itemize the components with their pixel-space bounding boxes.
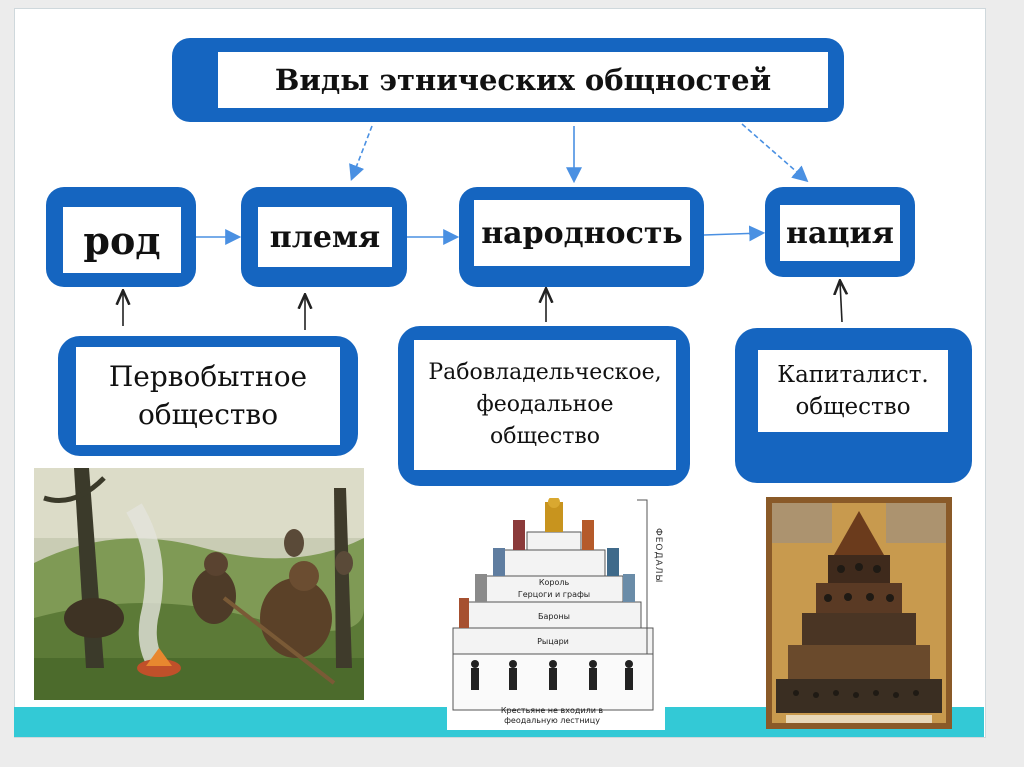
feudal-ladder-picture: ФЕОДАЛЫ Король Герцоги и графы Бароны Ры… bbox=[447, 498, 665, 730]
arrow-narodnost-to-natsiya bbox=[704, 233, 762, 235]
capitalist-pyramid-picture bbox=[766, 497, 952, 729]
feudal-level-3: Бароны bbox=[467, 612, 641, 621]
arrow-title-to-natsiya bbox=[742, 124, 806, 180]
primitive-scene-picture bbox=[34, 468, 364, 700]
arrow-capitalist-to-natsiya bbox=[840, 282, 842, 322]
feudal-level-4: Рыцари bbox=[453, 637, 653, 646]
arrow-title-to-plemya bbox=[352, 126, 372, 178]
feudal-level-2: Герцоги и графы bbox=[485, 590, 623, 599]
feudal-level-1: Король bbox=[503, 578, 605, 587]
feudal-side-label: ФЕОДАЛЫ bbox=[643, 528, 663, 638]
feudal-bottom-caption: Крестьяне не входили в феодальную лестни… bbox=[477, 706, 627, 725]
